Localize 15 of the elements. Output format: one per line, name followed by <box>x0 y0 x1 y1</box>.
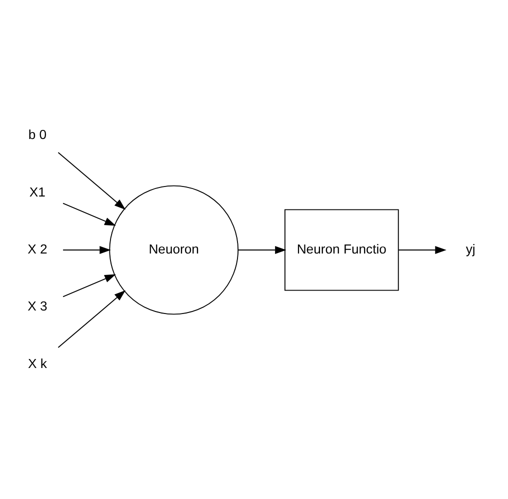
arrow <box>58 290 126 348</box>
arrow <box>238 246 286 254</box>
arrow <box>62 246 111 254</box>
arrow <box>398 246 446 254</box>
node-circle: Neuoron <box>109 184 239 314</box>
node-text: b 0 <box>28 126 47 142</box>
node-box: Neuron Functio <box>284 208 399 290</box>
node-text: yj <box>466 240 476 256</box>
node-text: X 3 <box>28 298 48 314</box>
node-text: X 2 <box>28 240 48 256</box>
arrow <box>58 152 126 210</box>
arrow <box>62 202 116 226</box>
node-text: X k <box>28 355 47 370</box>
arrow <box>62 274 116 297</box>
node-text: X1 <box>29 184 46 199</box>
